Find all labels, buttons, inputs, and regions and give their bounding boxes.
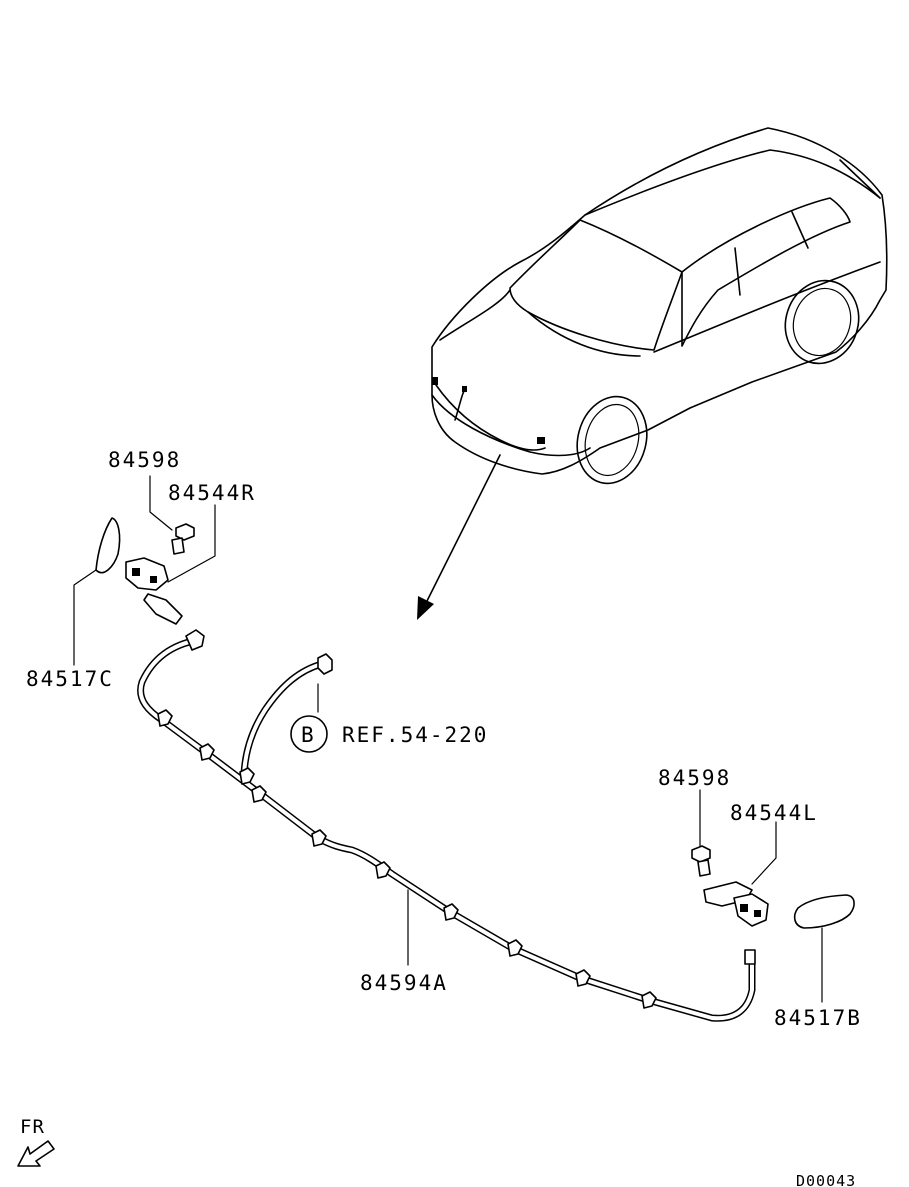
detail-pointer-arrow bbox=[417, 454, 501, 620]
callout-bracket-left: 84544L bbox=[730, 801, 818, 825]
reference-callout: B REF.54-220 bbox=[290, 715, 488, 753]
callout-fastener-lower: 84598 bbox=[658, 766, 731, 790]
callout-cap-left: 84517C bbox=[26, 667, 114, 691]
nozzle-bracket-right bbox=[125, 557, 183, 625]
callout-labels: 84598 84544R 84517C B REF.54-220 84598 8… bbox=[26, 448, 862, 1030]
reference-text: REF.54-220 bbox=[342, 723, 488, 747]
front-direction-indicator: FR bbox=[17, 1116, 55, 1167]
hose-clips bbox=[157, 709, 657, 1009]
vehicle-illustration bbox=[431, 127, 888, 485]
washer-harness bbox=[137, 629, 756, 1022]
washer-nozzle-cap-right-side bbox=[95, 517, 121, 574]
bolt-upper bbox=[171, 523, 195, 555]
callout-cap-right: 84517B bbox=[774, 1006, 862, 1030]
front-arrow-icon bbox=[17, 1140, 55, 1167]
callout-fastener-upper: 84598 bbox=[108, 448, 181, 472]
drawing-code: D00043 bbox=[796, 1172, 856, 1187]
nozzle-bracket-left bbox=[703, 881, 769, 927]
reference-letter: B bbox=[301, 723, 316, 747]
callout-bracket-right: 84544R bbox=[168, 481, 256, 505]
direction-label: FR bbox=[20, 1116, 45, 1138]
reference-circle bbox=[290, 715, 328, 753]
callout-harness: 84594A bbox=[360, 971, 448, 995]
bolt-lower bbox=[691, 845, 711, 877]
leader-lines bbox=[73, 475, 823, 1003]
washer-nozzle-cap-left-side bbox=[793, 894, 855, 929]
